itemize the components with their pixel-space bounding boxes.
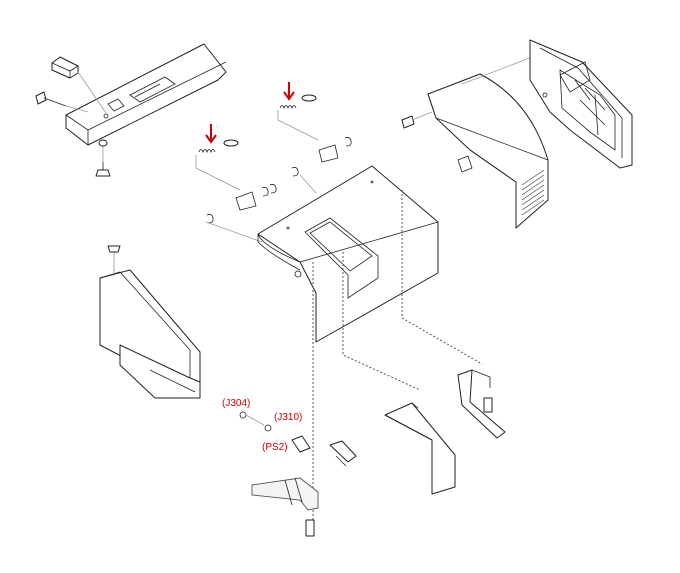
sensor-bracket xyxy=(251,477,319,537)
control-panel-cover xyxy=(65,43,227,146)
label-j304: (J304) xyxy=(222,398,250,409)
bottom-small-cover xyxy=(384,402,456,495)
connector-parts xyxy=(239,411,357,467)
label-ps2: (PS2) xyxy=(262,442,288,453)
spring-upper xyxy=(277,82,319,141)
vent-grille xyxy=(521,169,545,216)
screw-left-top xyxy=(35,91,67,107)
rear-cover-frame xyxy=(529,39,633,169)
left-panel-tray xyxy=(99,245,201,399)
knob-button xyxy=(51,56,79,79)
cable-strap xyxy=(457,369,506,439)
right-side-cover xyxy=(401,73,549,229)
screw-bottom-panel xyxy=(95,139,111,177)
spring-lower xyxy=(195,124,241,191)
red-down-arrow-icon xyxy=(283,82,295,101)
clip-parts xyxy=(205,137,352,243)
main-upper-cover xyxy=(257,165,439,343)
red-down-arrow-icon xyxy=(205,124,217,144)
label-j310: (J310) xyxy=(274,412,302,423)
